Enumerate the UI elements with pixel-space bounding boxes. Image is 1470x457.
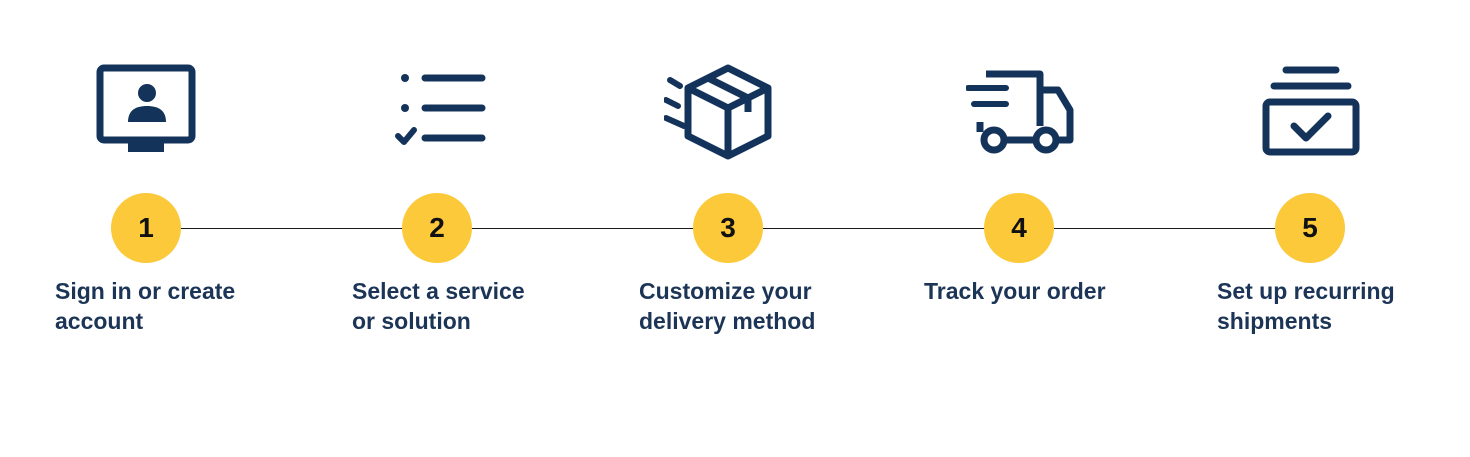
step-2: 2 Select a service or solution [0,0,525,457]
recurring-box-check-icon [1256,60,1366,160]
step-label-line: shipments [1217,308,1333,334]
step-number-badge: 1 [111,193,181,263]
connector-line-4-5 [1054,228,1276,229]
step-label: Customize your delivery method [639,276,899,336]
step-label-line: Customize your [639,278,812,304]
step-label-line: Track your order [924,278,1106,304]
step-label-line: Set up recurring [1217,278,1395,304]
step-3: 3 Customize your delivery method [0,0,815,457]
connector-line-1-2 [181,228,403,229]
step-number-badge: 2 [402,193,472,263]
connector-line-3-4 [763,228,985,229]
delivery-truck-icon [966,60,1076,160]
monitor-user-icon [92,60,202,160]
step-label-line: delivery method [639,308,816,334]
step-label: Select a service or solution [352,276,592,336]
package-fast-icon [664,60,774,160]
step-label-line: Select a service [352,278,525,304]
step-1: 1 Sign in or create account [0,0,291,457]
step-label-line: Sign in or create [55,278,236,304]
connector-line-2-3 [472,228,694,229]
step-label: Set up recurring shipments [1217,276,1457,336]
step-5: 5 Set up recurring shipments [0,0,1395,457]
step-label-line: or solution [352,308,471,334]
step-number-badge: 3 [693,193,763,263]
step-4: 4 Track your order [0,0,1106,457]
checklist-icon [388,60,498,160]
step-label-line: account [55,308,144,334]
step-number-badge: 5 [1275,193,1345,263]
step-label: Sign in or create account [55,276,295,336]
step-number-badge: 4 [984,193,1054,263]
step-label: Track your order [924,276,1164,306]
